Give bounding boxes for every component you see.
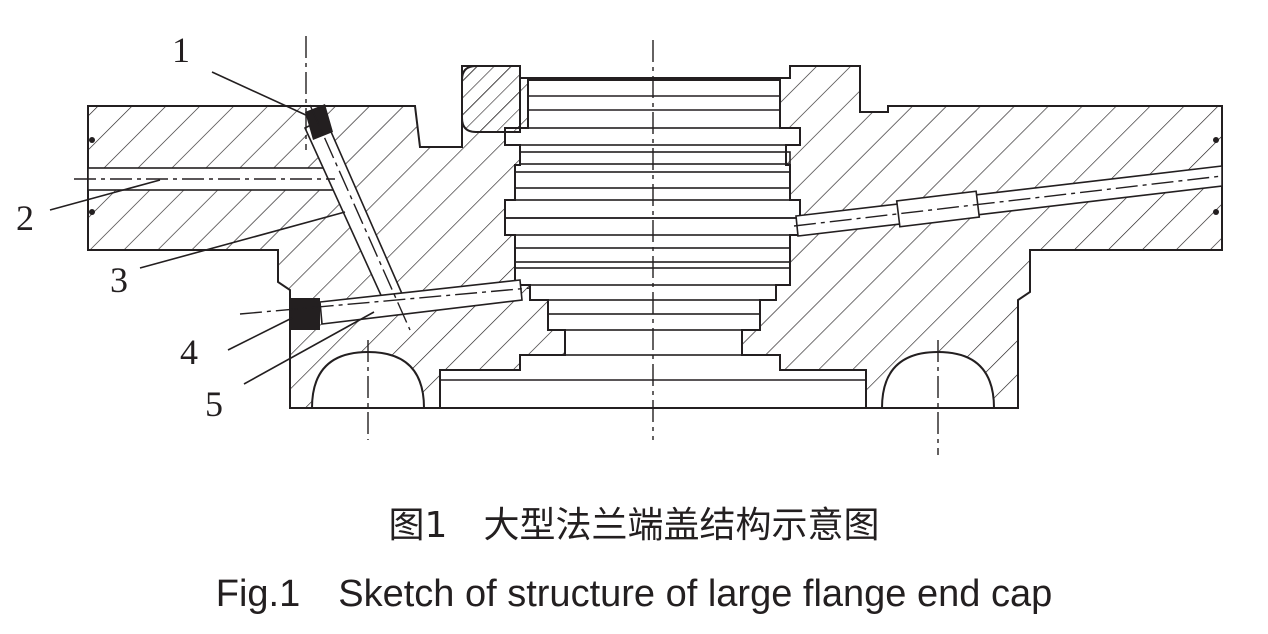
leader-lines: [49, 71, 375, 385]
flange-end-cap-section-drawing: 1 2 3 4 5: [16, 30, 1223, 455]
callout-1: 1: [172, 30, 190, 70]
bore-cap-detail: [461, 65, 521, 133]
callout-2: 2: [16, 198, 34, 238]
callout-3: 3: [110, 260, 128, 300]
plug-4: [290, 298, 320, 330]
plug-1: [305, 104, 333, 140]
callout-5: 5: [205, 384, 223, 424]
center-lines: [74, 36, 1223, 455]
figure-caption-english: Fig.1 Sketch of structure of large flang…: [215, 573, 1053, 615]
callout-4: 4: [180, 332, 198, 372]
seal-marks: [89, 137, 1219, 215]
figure-caption-chinese: 图1 大型法兰端盖结构示意图: [388, 505, 880, 546]
